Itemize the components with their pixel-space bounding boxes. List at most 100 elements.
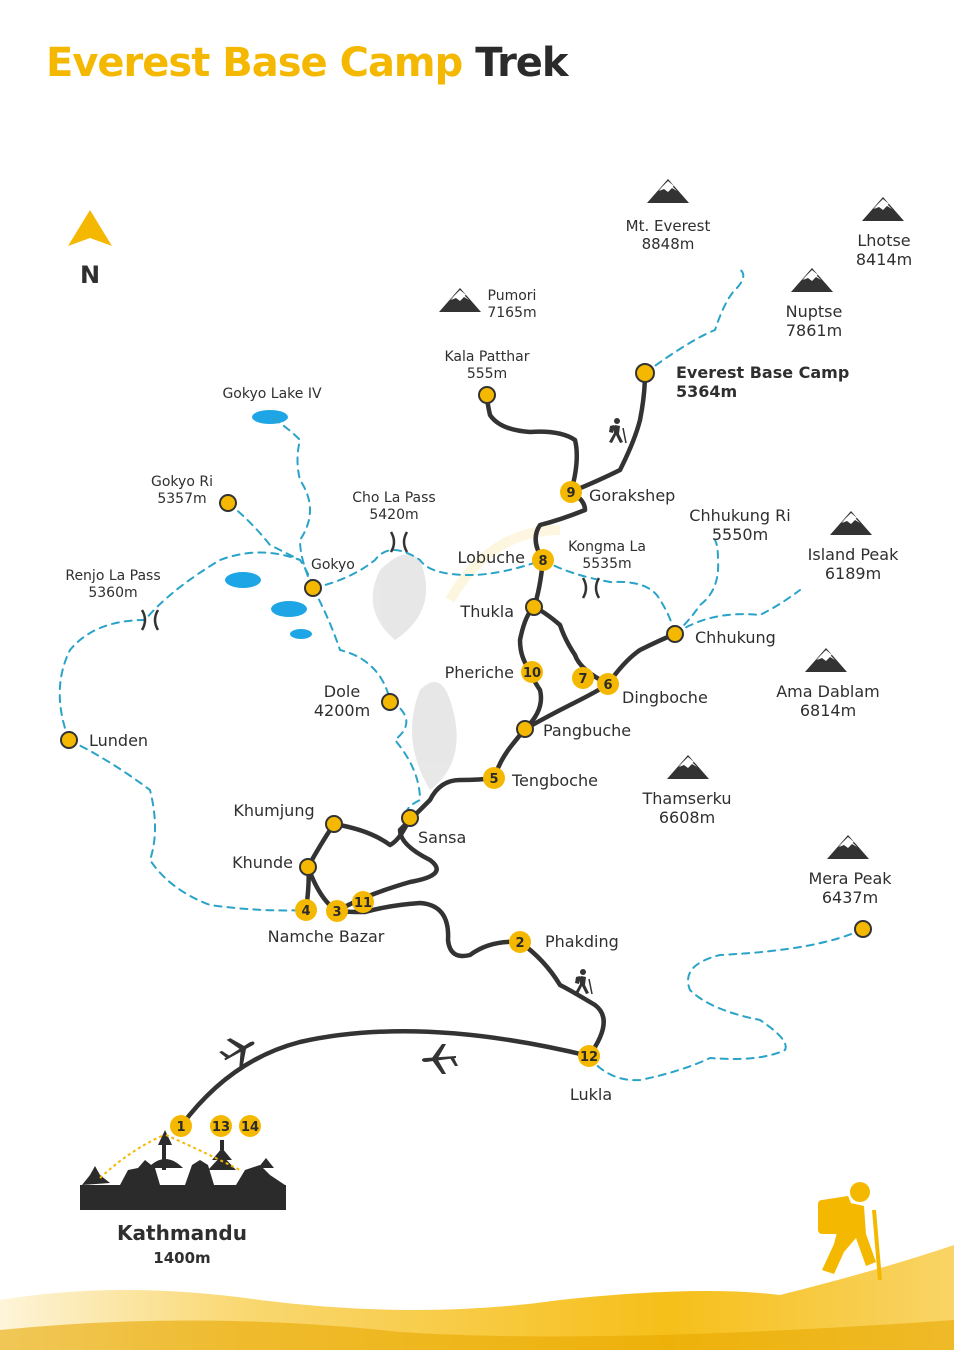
day-marker-8: 8 <box>532 549 554 571</box>
kongma-la-pass-icon <box>581 576 601 600</box>
day-marker-9: 9 <box>560 481 582 503</box>
gokyolake-label: Gokyo Lake IV <box>222 386 322 402</box>
hiker-silhouette-icon <box>818 1182 882 1281</box>
day-marker-circle <box>532 549 554 571</box>
gokyo-label: Gokyo <box>311 557 355 573</box>
everest-label: Mt. Everest <box>626 217 711 235</box>
lakes <box>225 410 312 639</box>
pumori-altitude: 7165m <box>487 305 536 321</box>
day-marker-circle <box>521 661 543 683</box>
day-marker-7: 7 <box>572 667 594 689</box>
dole-altitude: 4200m <box>314 701 370 720</box>
sansa-label: Sansa <box>418 828 466 847</box>
day-marker-4: 4 <box>295 899 317 921</box>
day-marker-circle <box>352 891 374 913</box>
day-marker-circle <box>597 673 619 695</box>
ground-strip-shadow <box>0 1320 954 1350</box>
day-marker-number: 11 <box>354 896 372 911</box>
chola-label: Cho La Pass <box>352 490 435 506</box>
hiker-lower-icon <box>574 968 593 995</box>
day-marker-number: 3 <box>332 905 341 920</box>
day-marker-circle <box>326 900 348 922</box>
kala-altitude: 555m <box>467 366 507 382</box>
everest-mountain-icon <box>647 179 689 203</box>
day-marker-10: 10 <box>521 661 543 683</box>
day-marker-number: 12 <box>580 1050 598 1065</box>
island-label: Island Peak <box>808 545 899 564</box>
kongma-altitude: 5535m <box>582 556 631 572</box>
day-marker-number: 8 <box>538 554 547 569</box>
day-marker-number: 10 <box>523 666 541 681</box>
day-marker-3: 3 <box>326 900 348 922</box>
pheriche-label: Pheriche <box>445 663 514 682</box>
day-marker-circle <box>210 1115 232 1137</box>
kongma-label: Kongma La <box>568 539 646 555</box>
day-marker-number: 13 <box>212 1120 230 1135</box>
day-marker-circle <box>578 1045 600 1067</box>
day-marker-number: 1 <box>176 1120 185 1135</box>
lunden-label: Lunden <box>89 731 148 750</box>
chola-altitude: 5420m <box>369 507 418 523</box>
day-marker-number: 7 <box>578 672 587 687</box>
mera-peak-mountain-icon <box>827 835 869 859</box>
day-marker-12: 12 <box>578 1045 600 1067</box>
khumjung-label: Khumjung <box>233 801 314 820</box>
day-marker-number: 2 <box>515 936 524 951</box>
kathmandu-skyline-icon <box>80 1130 286 1210</box>
kala-label: Kala Patthar <box>444 349 529 365</box>
nuptse-mountain-icon <box>791 268 833 292</box>
lhotse-label: Lhotse <box>857 231 910 250</box>
day-marker-number: 14 <box>241 1120 259 1135</box>
main-route <box>178 370 678 1129</box>
chhukungri-label: Chhukung Ri <box>689 506 790 525</box>
ebc-label: Everest Base Camp <box>676 363 849 382</box>
day-marker-5: 5 <box>483 767 505 789</box>
thamserku-altitude: 6608m <box>659 808 715 827</box>
lhotse-mountain-icon <box>862 197 904 221</box>
chhukung-label: Chhukung <box>695 628 776 647</box>
cho-la-pass-icon <box>389 530 409 554</box>
north-label: N <box>80 261 100 289</box>
alternate-routes <box>58 267 864 1082</box>
north-arrow-icon <box>68 210 112 246</box>
map-title: Everest Base Camp Trek <box>46 40 569 86</box>
day-marker-1: 1 <box>170 1115 192 1137</box>
thamserku-label: Thamserku <box>642 789 732 808</box>
lukla-label: Lukla <box>570 1085 612 1104</box>
title-rest: Trek <box>475 40 568 86</box>
day-marker-circle <box>572 667 594 689</box>
pangbuche-label: Pangbuche <box>543 721 631 740</box>
watermark-logo <box>372 525 561 790</box>
airplane-return-icon <box>422 1044 458 1074</box>
day-marker-number: 5 <box>489 772 498 787</box>
thukla-label: Thukla <box>459 602 514 621</box>
renjo-altitude: 5360m <box>88 585 137 601</box>
island-peak-mountain-icon <box>830 511 872 535</box>
location-dots <box>60 363 872 938</box>
day-marker-circle <box>483 767 505 789</box>
lhotse-altitude: 8414m <box>856 250 912 269</box>
prayer-flags <box>99 1134 241 1179</box>
ebc-altitude: 5364m <box>676 382 737 401</box>
ama-dablam-mountain-icon <box>805 648 847 672</box>
day-marker-2: 2 <box>509 931 531 953</box>
day-marker-circle <box>295 899 317 921</box>
namche-label: Namche Bazar <box>268 927 385 946</box>
lobuche-label: Lobuche <box>458 548 526 567</box>
title-highlight: Everest Base Camp <box>46 40 463 86</box>
dingboche-label: Dingboche <box>622 688 708 707</box>
day-marker-number: 9 <box>566 486 575 501</box>
renjo-label: Renjo La Pass <box>65 568 160 584</box>
gorakshep-label: Gorakshep <box>589 486 675 505</box>
everest-altitude: 8848m <box>642 235 695 253</box>
day-marker-number: 4 <box>301 904 310 919</box>
nuptse-label: Nuptse <box>786 302 843 321</box>
amadablam-altitude: 6814m <box>800 701 856 720</box>
day-marker-circle <box>239 1115 261 1137</box>
day-marker-circle <box>509 931 531 953</box>
amadablam-label: Ama Dablam <box>776 682 880 701</box>
day-marker-6: 6 <box>597 673 619 695</box>
phakding-label: Phakding <box>545 932 619 951</box>
